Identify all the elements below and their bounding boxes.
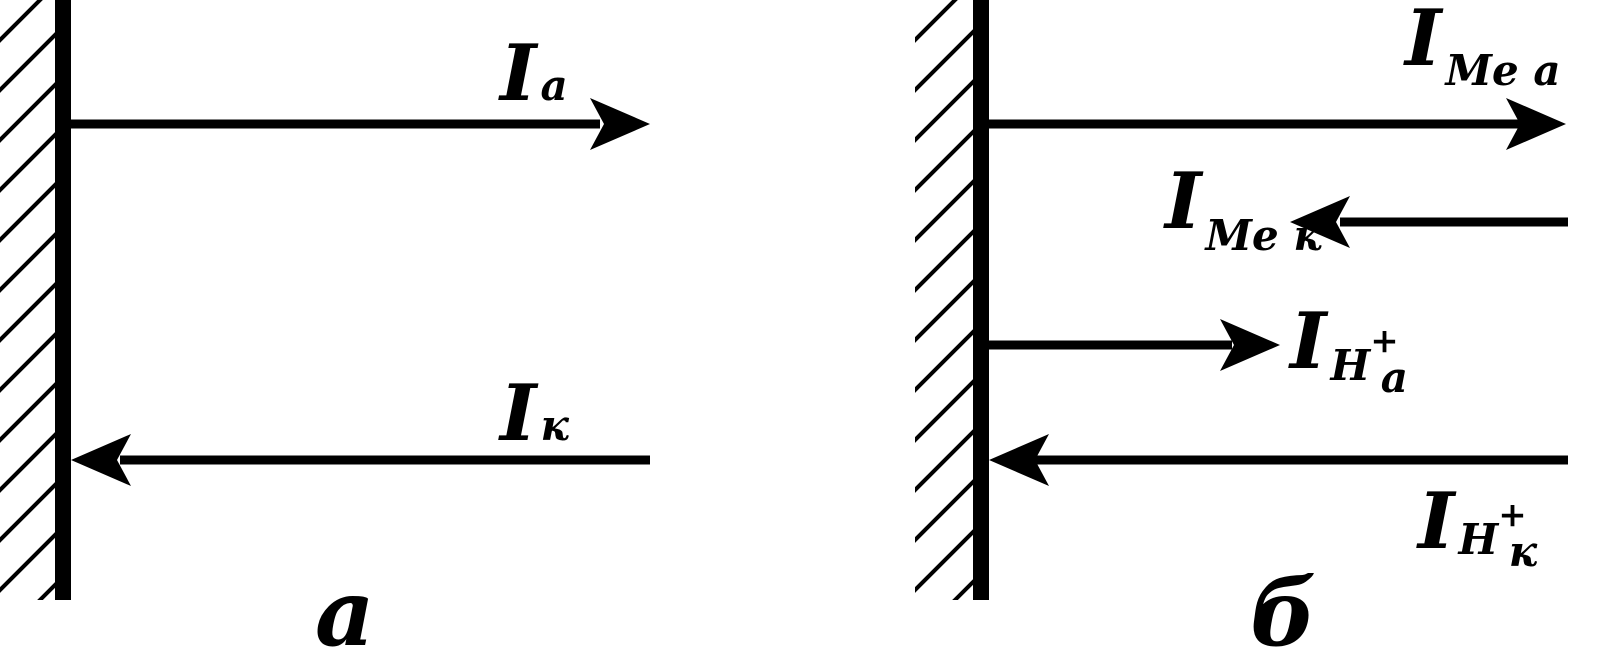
panel-b: IМе а IМе к IН+а IН+к б: [915, 0, 1568, 664]
cathodic-current-label-a: Iк: [498, 368, 570, 459]
hydrogen-cathodic-current-label: IН+к: [1416, 476, 1538, 576]
cathodic-current-arrow-a: [71, 434, 650, 486]
electrode-wall-b: [973, 0, 989, 600]
panel-label-a: а: [315, 559, 375, 664]
electrode-wall-a: [55, 0, 71, 600]
hydrogen-anodic-current-label: IН+а: [1288, 296, 1408, 402]
panel-label-b: б: [1250, 559, 1316, 664]
panel-a: Iа Iк а: [0, 0, 650, 664]
metal-cathodic-current-arrow: [1290, 196, 1568, 248]
metal-anodic-current-label: IМе а: [1403, 0, 1561, 95]
electrode-hatching-b: [915, 0, 975, 600]
hydrogen-anodic-current-arrow: [989, 319, 1280, 371]
electrode-hatching-a: [0, 0, 58, 600]
metal-cathodic-current-label: IМе к: [1163, 156, 1322, 260]
anodic-current-arrow-a: [71, 98, 650, 150]
anodic-current-label-a: Iа: [498, 28, 568, 119]
hydrogen-cathodic-current-arrow: [989, 434, 1568, 486]
metal-anodic-current-arrow: [989, 98, 1566, 150]
